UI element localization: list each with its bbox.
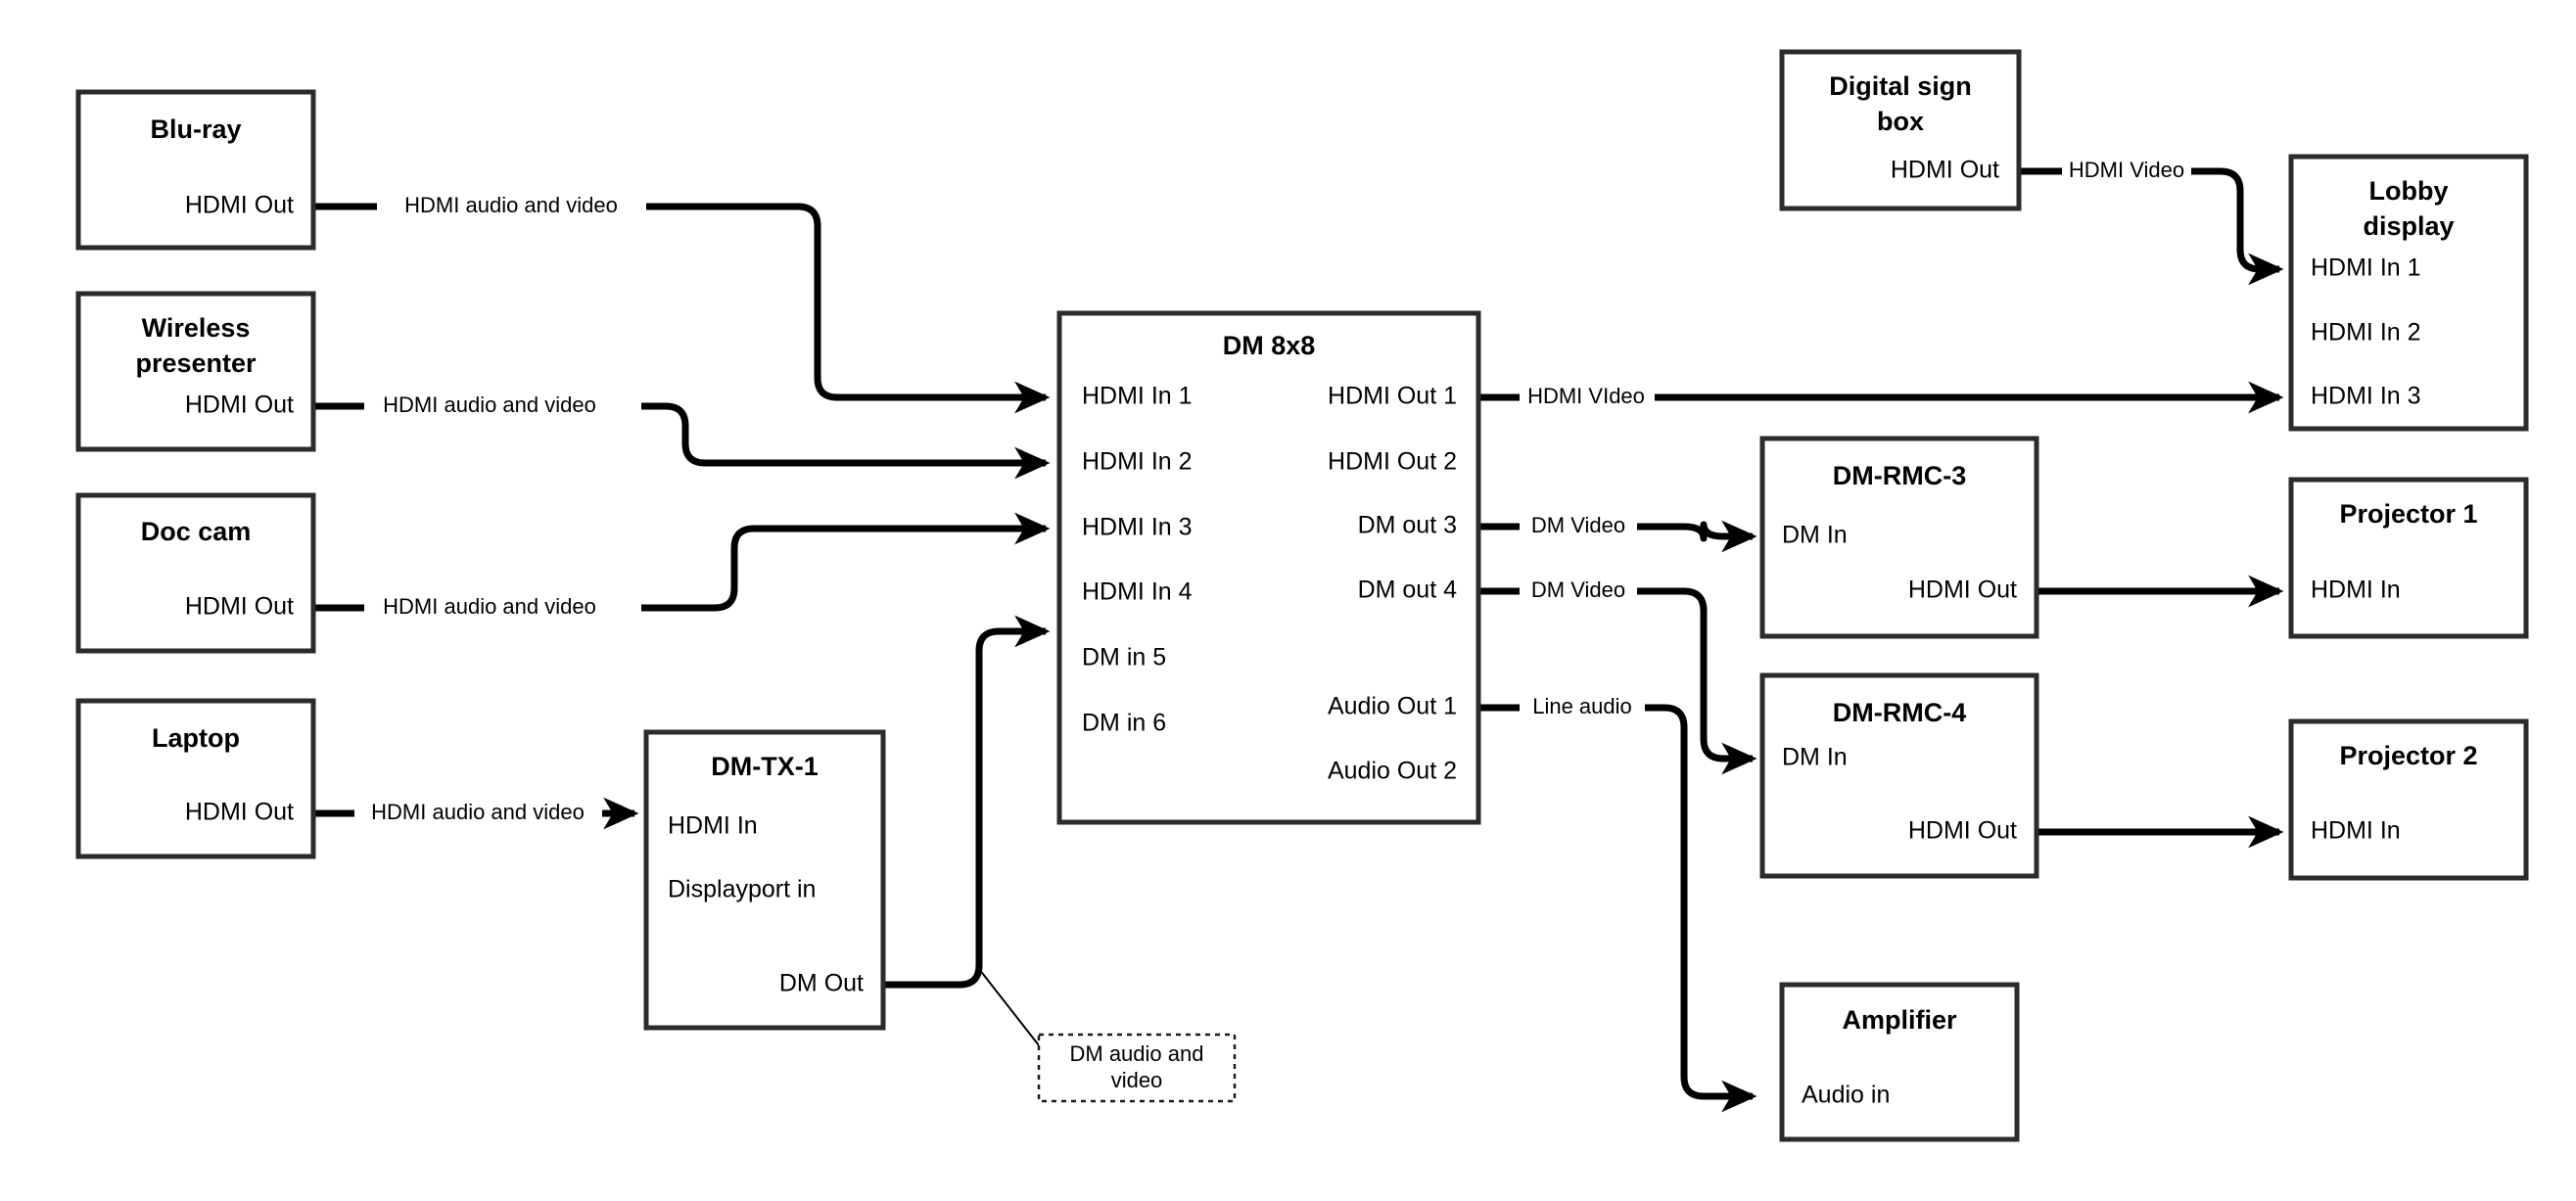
port-dm-8x8-in-6: DM in 6 — [1082, 710, 1166, 737]
device-bluray-frame[interactable] — [75, 89, 316, 251]
port-dm-rmc-3-hdmi-out: HDMI Out — [1908, 577, 2017, 604]
port-bluray-hdmi-out: HDMI Out — [185, 192, 294, 219]
wire-digitalsign-to-lobby: HDMI Video — [2019, 158, 2284, 286]
device-laptop-title: Laptop — [152, 723, 240, 753]
device-dm-tx-1[interactable]: DM-TX-1 HDMI In Displayport in DM Out — [643, 729, 886, 1031]
device-doc-cam-frame[interactable] — [75, 492, 316, 654]
device-bluray[interactable]: Blu-ray HDMI Out — [75, 89, 316, 251]
device-lobby-display-title-line1: Lobby — [2369, 176, 2449, 206]
port-dm-8x8-audio-out-2: Audio Out 2 — [1328, 758, 1457, 785]
wire-bluray-to-dm8x8: HDMI audio and video — [313, 193, 1051, 414]
edge-label-sign-to-lobby: HDMI Video — [2069, 158, 2184, 182]
port-dm-8x8-audio-out-1: Audio Out 1 — [1328, 693, 1457, 720]
device-dm-8x8-frame[interactable] — [1056, 310, 1481, 825]
device-wireless-presenter[interactable]: Wireless presenter HDMI Out — [75, 291, 316, 452]
device-dm-8x8-title: DM 8x8 — [1223, 331, 1316, 360]
device-digital-sign-box-title-line2: box — [1877, 107, 1924, 136]
port-amplifier-audio-in: Audio in — [1802, 1082, 1890, 1109]
port-dm-8x8-in-1: HDMI In 1 — [1082, 383, 1193, 410]
device-dm-rmc-4[interactable]: DM-RMC-4 DM In HDMI Out — [1759, 672, 2039, 879]
port-dm-tx-1-hdmi-in: HDMI In — [668, 812, 758, 840]
port-dm-tx-1-displayport-in: Displayport in — [668, 876, 816, 903]
device-dm-8x8[interactable]: DM 8x8 HDMI In 1 HDMI In 2 HDMI In 3 HDM… — [1056, 310, 1481, 825]
note-dm-audio-and-video: DM audio and video — [1037, 1033, 1237, 1103]
edge-label-audio-out1: Line audio — [1532, 694, 1632, 718]
device-dm-rmc-4-frame[interactable] — [1759, 672, 2039, 879]
wire-dm8x8-audio1-to-amplifier: Line audio — [1478, 694, 1757, 1113]
device-amplifier[interactable]: Amplifier Audio in — [1779, 982, 2020, 1142]
device-dm-rmc-3-frame[interactable] — [1759, 436, 2039, 639]
edge-label-dm-out1: HDMI VIdeo — [1527, 384, 1645, 408]
device-digital-sign-box-frame[interactable] — [1779, 49, 2022, 211]
device-lobby-display[interactable]: Lobby display HDMI In 1 HDMI In 2 HDMI I… — [2288, 154, 2529, 432]
wire-dm8x8-out1-to-lobby: HDMI VIdeo — [1478, 381, 2284, 414]
note-dm-audio-and-video-frame — [1037, 1033, 1237, 1103]
wire-doccam-to-dm8x8: HDMI audio and video — [313, 512, 1051, 619]
device-dm-tx-1-title: DM-TX-1 — [711, 752, 819, 781]
port-dm-tx-1-dm-out: DM Out — [779, 970, 864, 997]
port-dm-8x8-in-5: DM in 5 — [1082, 644, 1166, 671]
port-dm-8x8-out-1: HDMI Out 1 — [1328, 383, 1457, 410]
edge-label-wireless: HDMI audio and video — [383, 393, 596, 417]
device-amplifier-frame[interactable] — [1779, 982, 2020, 1142]
device-projector-1-frame[interactable] — [2288, 477, 2529, 639]
device-dm-rmc-3-title: DM-RMC-3 — [1833, 461, 1966, 490]
wire-dm8x8-out4-to-rmc4: DM Video — [1478, 577, 1757, 775]
wire-dmtx1-to-dm8x8 — [883, 615, 1051, 989]
device-laptop-frame[interactable] — [75, 698, 316, 859]
device-digital-sign-box[interactable]: Digital sign box HDMI Out — [1779, 49, 2022, 211]
device-dm-rmc-4-title: DM-RMC-4 — [1833, 698, 1966, 727]
port-wireless-presenter-hdmi-out: HDMI Out — [185, 392, 294, 419]
edge-label-dm-out4: DM Video — [1531, 577, 1625, 602]
port-projector-1-hdmi-in: HDMI In — [2311, 577, 2401, 604]
port-dm-rmc-4-hdmi-out: HDMI Out — [1908, 817, 2017, 845]
port-dm-8x8-out-4: DM out 4 — [1358, 577, 1458, 604]
device-laptop[interactable]: Laptop HDMI Out — [75, 698, 316, 859]
device-projector-1[interactable]: Projector 1 HDMI In — [2288, 477, 2529, 639]
device-projector-2-title: Projector 2 — [2339, 741, 2477, 770]
wire-wireless-to-dm8x8: HDMI audio and video — [313, 393, 1051, 480]
port-digital-sign-box-hdmi-out: HDMI Out — [1891, 157, 1999, 184]
callout-leader-dm-audio-video — [978, 968, 1040, 1046]
device-bluray-title: Blu-ray — [150, 115, 241, 144]
port-dm-rmc-4-dm-in: DM In — [1782, 744, 1848, 771]
device-doc-cam-title: Doc cam — [141, 517, 252, 546]
device-digital-sign-box-title-line1: Digital sign — [1829, 71, 1972, 101]
device-wireless-presenter-title-line1: Wireless — [142, 313, 251, 343]
port-lobby-display-hdmi-in-3: HDMI In 3 — [2311, 383, 2421, 410]
port-dm-8x8-in-2: HDMI In 2 — [1082, 448, 1193, 476]
device-wireless-presenter-title-line2: presenter — [135, 348, 257, 378]
port-lobby-display-hdmi-in-1: HDMI In 1 — [2311, 254, 2421, 282]
device-projector-2-frame[interactable] — [2288, 718, 2529, 881]
port-doc-cam-hdmi-out: HDMI Out — [185, 593, 294, 621]
edge-label-laptop: HDMI audio and video — [371, 800, 585, 824]
device-wireless-presenter-frame[interactable] — [75, 291, 316, 452]
port-laptop-hdmi-out: HDMI Out — [185, 799, 294, 826]
device-dm-rmc-3[interactable]: DM-RMC-3 DM In HDMI Out — [1759, 436, 2039, 639]
device-projector-1-title: Projector 1 — [2339, 499, 2477, 529]
note-dm-audio-and-video-line2: video — [1111, 1068, 1163, 1092]
port-dm-8x8-out-3: DM out 3 — [1358, 512, 1457, 539]
device-projector-2[interactable]: Projector 2 HDMI In — [2288, 718, 2529, 881]
note-dm-audio-and-video-line1: DM audio and — [1070, 1041, 1204, 1066]
device-doc-cam[interactable]: Doc cam HDMI Out — [75, 492, 316, 654]
port-lobby-display-hdmi-in-2: HDMI In 2 — [2311, 319, 2421, 346]
port-dm-8x8-in-3: HDMI In 3 — [1082, 514, 1193, 541]
device-lobby-display-title-line2: display — [2363, 211, 2454, 241]
edge-label-dm-out3: DM Video — [1531, 513, 1625, 537]
edge-label-bluray: HDMI audio and video — [404, 193, 618, 217]
device-amplifier-title: Amplifier — [1842, 1005, 1957, 1035]
port-dm-8x8-in-4: HDMI In 4 — [1082, 578, 1193, 606]
device-dm-tx-1-frame[interactable] — [643, 729, 886, 1031]
edge-label-doccam: HDMI audio and video — [383, 594, 596, 619]
port-projector-2-hdmi-in: HDMI In — [2311, 817, 2401, 845]
port-dm-8x8-out-2: HDMI Out 2 — [1328, 448, 1457, 476]
device-lobby-display-frame[interactable] — [2288, 154, 2529, 432]
wire-dm8x8-out3-to-rmc3: DM Video — [1478, 513, 1757, 553]
wire-laptop-to-dmtx1: HDMI audio and video — [313, 797, 639, 830]
port-dm-rmc-3-dm-in: DM In — [1782, 522, 1848, 549]
